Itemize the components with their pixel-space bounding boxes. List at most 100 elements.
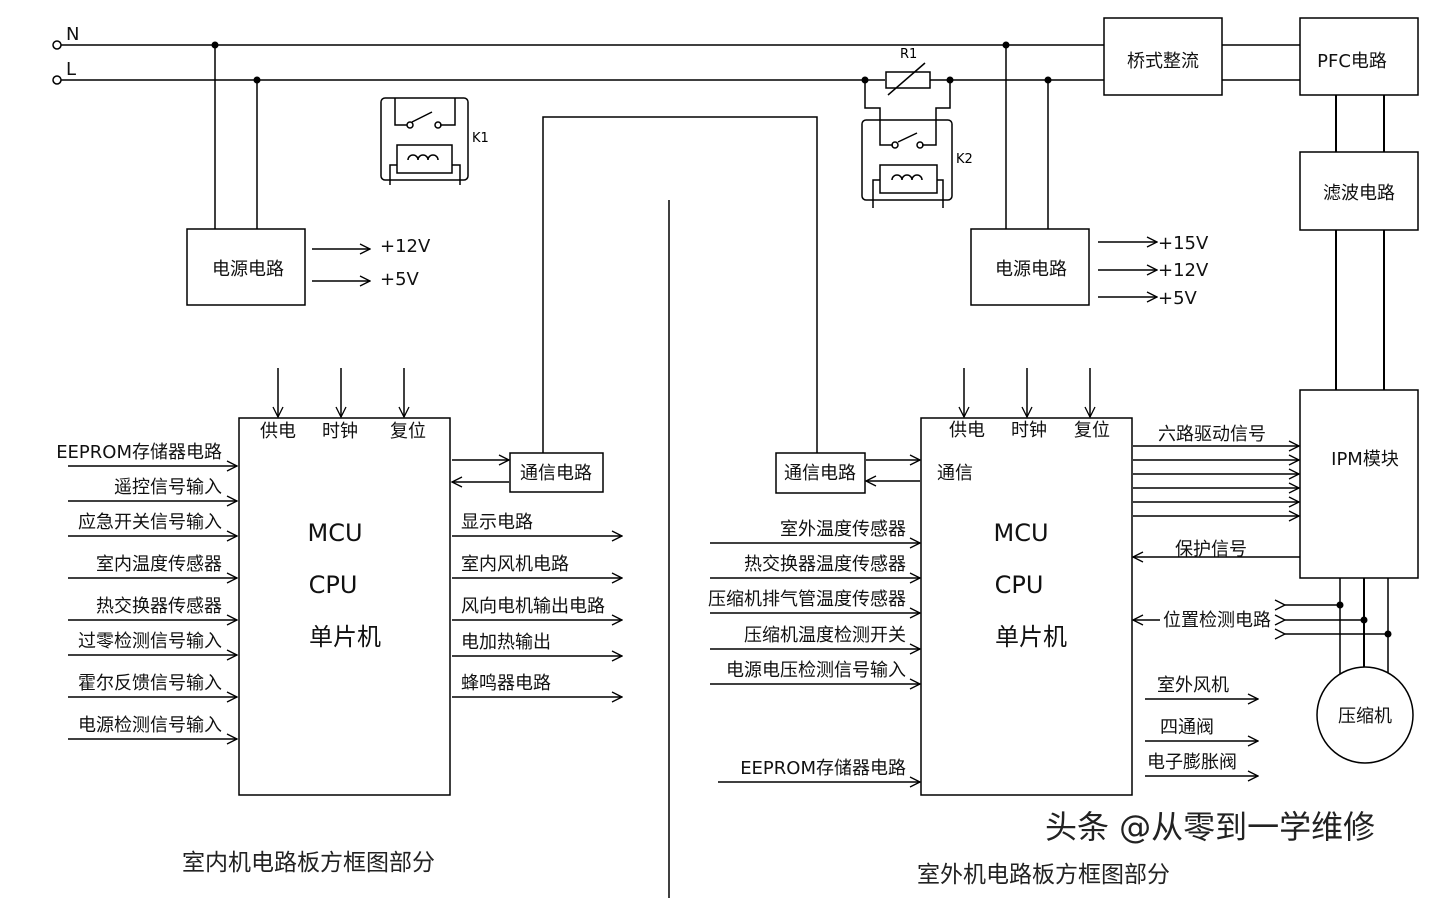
- indoor-output: 室内风机电路: [452, 554, 622, 578]
- indoor-5v: +5V: [380, 269, 420, 290]
- indoor-output: 风向电机输出电路: [452, 596, 622, 620]
- indoor-reset-label: 复位: [390, 421, 426, 442]
- indoor-input: 过零检测信号输入: [68, 631, 237, 655]
- pfc-label: PFC电路: [1317, 51, 1387, 72]
- outdoor-input: 压缩机排气管温度传感器: [708, 589, 920, 613]
- outdoor-reset-label: 复位: [1074, 420, 1110, 441]
- ipm-label: IPM模块: [1331, 449, 1399, 470]
- indoor-output-label: 室内风机电路: [461, 554, 569, 575]
- indoor-input: 电源检测信号输入: [68, 715, 237, 739]
- protection-signal-label: 保护信号: [1175, 539, 1247, 560]
- indoor-power-label: 电源电路: [212, 259, 284, 280]
- indoor-scm-label: 单片机: [309, 623, 381, 651]
- outdoor-mcu-label: MCU: [993, 519, 1048, 547]
- drive-signal-label: 六路驱动信号: [1158, 424, 1266, 445]
- outdoor-supply-label: 供电: [949, 420, 985, 441]
- outdoor-inputs: 室外温度传感器热交换器温度传感器压缩机排气管温度传感器压缩机温度检测开关电源电压…: [708, 519, 920, 782]
- indoor-input: 霍尔反馈信号输入: [68, 673, 237, 697]
- indoor-output-label: 风向电机输出电路: [461, 596, 605, 617]
- indoor-input-label: 过零检测信号输入: [78, 631, 222, 652]
- filter-label: 滤波电路: [1323, 183, 1395, 204]
- compressor-label: 压缩机: [1338, 706, 1392, 727]
- indoor-output: 蜂鸣器电路: [452, 673, 622, 697]
- pfc-box: [1299, 17, 1419, 96]
- relay-k2: R1 K2: [861, 47, 973, 208]
- outdoor-cpu-label: CPU: [995, 571, 1044, 599]
- ipm-box: [1299, 389, 1419, 579]
- label-n: N: [66, 24, 79, 45]
- outdoor-input: 热交换器温度传感器: [710, 554, 920, 578]
- position-detect-label: 位置检测电路: [1163, 610, 1271, 631]
- indoor-input-label: 遥控信号输入: [114, 477, 222, 498]
- outdoor-input-label: 压缩机排气管温度传感器: [708, 589, 906, 610]
- indoor-input-label: 室内温度传感器: [96, 554, 222, 575]
- label-k1: K1: [472, 131, 489, 146]
- outdoor-input: 压缩机温度检测开关: [710, 625, 920, 649]
- indoor-12v: +12V: [380, 236, 431, 257]
- indoor-comm-box: [509, 452, 604, 493]
- outdoor-input: 电源电压检测信号输入: [710, 660, 920, 684]
- indoor-output-label: 电加热输出: [461, 632, 551, 653]
- label-l: L: [66, 59, 76, 80]
- outdoor-mcu: 供电 时钟 复位 通信 MCU CPU 单片机 通信电路 六路驱动信号 保护信号…: [775, 368, 1300, 796]
- indoor-mcu: 供电 时钟 复位 MCU CPU 单片机 通信电路: [238, 368, 604, 796]
- indoor-inputs: EEPROM存储器电路遥控信号输入应急开关信号输入室内温度传感器热交换器传感器过…: [56, 442, 237, 739]
- outdoor-input-label: 电源电压检测信号输入: [726, 660, 906, 681]
- indoor-input: 热交换器传感器: [68, 596, 237, 620]
- indoor-supply-label: 供电: [260, 421, 296, 442]
- compressor-circle: [1316, 666, 1414, 764]
- label-r1: R1: [900, 47, 917, 62]
- indoor-input: 室内温度传感器: [68, 554, 237, 578]
- indoor-output-label: 蜂鸣器电路: [461, 673, 551, 694]
- outdoor-scm-label: 单片机: [995, 623, 1067, 651]
- outdoor-output: 电子膨胀阀: [1145, 752, 1258, 776]
- indoor-input-label: 电源检测信号输入: [78, 715, 222, 736]
- indoor-input-label: 霍尔反馈信号输入: [78, 673, 222, 694]
- terminal-l: [52, 75, 62, 85]
- indoor-cpu-label: CPU: [309, 571, 358, 599]
- label-k2: K2: [956, 152, 973, 167]
- indoor-input: 遥控信号输入: [68, 477, 237, 501]
- indoor-output: 电加热输出: [452, 632, 622, 656]
- outdoor-caption: 室外机电路板方框图部分: [917, 862, 1170, 888]
- indoor-clock-label: 时钟: [322, 421, 358, 442]
- communication-line: [542, 116, 818, 453]
- mains-lines: N L: [52, 24, 1104, 229]
- outdoor-clock-label: 时钟: [1011, 420, 1047, 441]
- indoor-power-circuit: 电源电路 +12V +5V: [186, 228, 431, 306]
- outdoor-input-label: 室外温度传感器: [780, 519, 906, 540]
- outdoor-output: 室外风机: [1145, 675, 1258, 699]
- outdoor-input: EEPROM存储器电路: [718, 758, 920, 782]
- outdoor-output: 四通阀: [1145, 717, 1258, 741]
- watermark: 头条 @从零到一学维修: [1045, 808, 1375, 846]
- outdoor-comm-box: [775, 452, 866, 494]
- bridge-rectifier-label: 桥式整流: [1127, 51, 1199, 72]
- outdoor-output-label: 室外风机: [1157, 675, 1229, 696]
- outdoor-power-circuit: 电源电路 +15V +12V +5V: [970, 228, 1209, 309]
- indoor-output: 显示电路: [452, 512, 622, 536]
- outdoor-5v: +5V: [1158, 288, 1198, 309]
- indoor-comm-label: 通信电路: [520, 463, 592, 484]
- filter-box: [1299, 151, 1419, 231]
- outdoor-output-label: 电子膨胀阀: [1147, 752, 1237, 773]
- indoor-input-label: EEPROM存储器电路: [56, 442, 222, 463]
- outdoor-15v: +15V: [1158, 233, 1209, 254]
- outdoor-power-label: 电源电路: [995, 259, 1067, 280]
- indoor-input-label: 热交换器传感器: [96, 596, 222, 617]
- outdoor-input-label: 压缩机温度检测开关: [744, 625, 906, 646]
- indoor-input: EEPROM存储器电路: [56, 442, 237, 466]
- outdoor-comm-port-label: 通信: [937, 463, 973, 484]
- outdoor-power-chain: 桥式整流 PFC电路 滤波电路 IPM模块 压缩机: [1103, 17, 1419, 764]
- outdoor-12v: +12V: [1158, 260, 1209, 281]
- indoor-caption: 室内机电路板方框图部分: [182, 850, 435, 876]
- outdoor-input: 室外温度传感器: [710, 519, 920, 543]
- indoor-mcu-label: MCU: [307, 519, 362, 547]
- outdoor-comm-label: 通信电路: [784, 463, 856, 484]
- indoor-input-label: 应急开关信号输入: [78, 512, 222, 533]
- indoor-input: 应急开关信号输入: [68, 512, 237, 536]
- indoor-output-label: 显示电路: [461, 512, 533, 533]
- bridge-rectifier-box: [1103, 17, 1223, 96]
